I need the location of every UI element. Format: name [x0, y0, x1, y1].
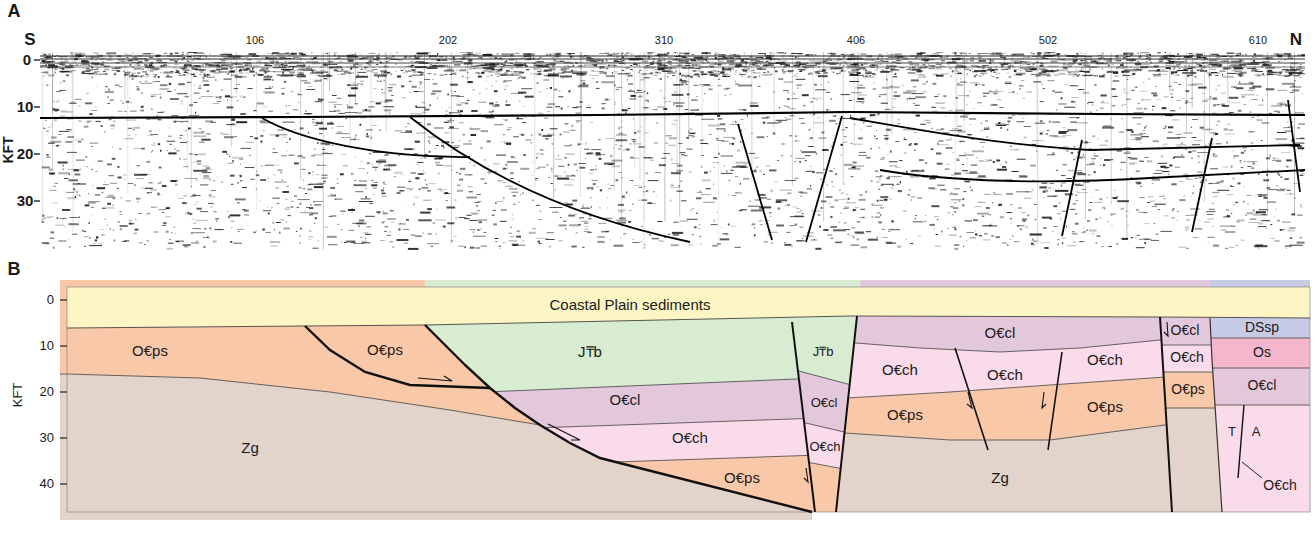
figure: AS106202310406502610N0102030KFTB01020304…	[0, 0, 1315, 542]
